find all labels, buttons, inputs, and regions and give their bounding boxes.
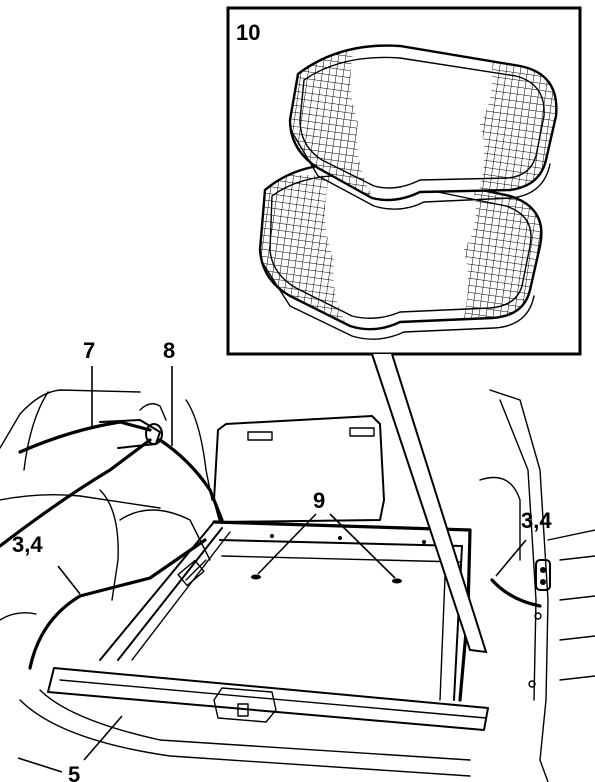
net-roller (99, 419, 161, 449)
leader-left-side (57, 565, 81, 595)
tailgate-latch (535, 559, 551, 591)
headrest-slot-right (349, 427, 375, 437)
floor-left-rail-inner (117, 527, 223, 661)
leader-sill-tail (17, 757, 63, 773)
right-lower-edge (539, 759, 549, 782)
left-arch-top (119, 509, 211, 561)
pillar-hole-2 (528, 680, 536, 688)
left-pillar-edge (23, 391, 49, 471)
leader-anchor-left (257, 513, 317, 575)
callout-left-side: 3,4 (12, 532, 43, 557)
leader-anchor-right (329, 513, 396, 579)
left-roof-line (0, 389, 141, 449)
callout-floor-anchors: 9 (313, 488, 325, 513)
seat-bolt-3 (422, 540, 426, 544)
sill-plate (47, 667, 489, 731)
floor-anchor-left (251, 574, 261, 580)
c-pillar (185, 399, 213, 501)
callout-right-side: 3,4 (521, 508, 552, 533)
floor-right-edge (212, 520, 472, 702)
pillar-hole-1 (534, 612, 542, 620)
seat-back (213, 415, 385, 523)
seat-bolt-2 (338, 536, 342, 540)
floor-anchor-right (392, 578, 402, 584)
right-side-trim (490, 578, 542, 608)
right-pillar-inner (499, 399, 537, 701)
sill-latch-striker (213, 687, 277, 723)
callout-inset: 10 (236, 20, 260, 45)
roller-bracket (139, 403, 167, 421)
callouts: 7 8 9 3,4 3,4 5 (12, 338, 552, 782)
callout-side-hook: 8 (163, 338, 175, 363)
roller-end (145, 423, 163, 445)
floor-mat-upper (288, 44, 558, 210)
left-latch (185, 559, 207, 581)
right-body-line-2 (559, 555, 595, 561)
latch-bolt-top (540, 567, 546, 573)
left-latch-block (177, 559, 205, 587)
right-body-line (547, 529, 595, 541)
net-strap-lower (0, 438, 152, 548)
callout-net-strap: 7 (83, 338, 95, 363)
net-strap-upper (18, 420, 152, 454)
right-body-panels (559, 595, 595, 681)
floor-back-lip (221, 555, 461, 563)
left-wheel-arch (99, 489, 119, 601)
bumper-line (39, 689, 471, 761)
latch-bolt-bottom (540, 579, 546, 585)
right-pillar-outer (489, 389, 549, 761)
inset-frame: 10 (226, 6, 582, 654)
callout-sill: 5 (68, 762, 80, 782)
striker-loop (237, 703, 249, 717)
leader-right-side (495, 539, 527, 577)
floor-back-edge (219, 539, 463, 547)
seat-bolt-1 (270, 534, 274, 538)
trunk-scene (0, 389, 595, 782)
left-lower-panel (0, 612, 37, 621)
floor-left-rail-line (131, 531, 231, 661)
floor-left-rail-outer (99, 521, 215, 661)
bumper-lower (19, 699, 471, 777)
headrest-slot-left (247, 431, 273, 441)
leader-sill (83, 715, 123, 761)
left-side-trim (28, 538, 207, 670)
side-trim-line (158, 438, 224, 522)
left-trim-upper (0, 493, 161, 509)
inset-pointer (371, 353, 488, 654)
right-wheel-arch (479, 476, 521, 561)
